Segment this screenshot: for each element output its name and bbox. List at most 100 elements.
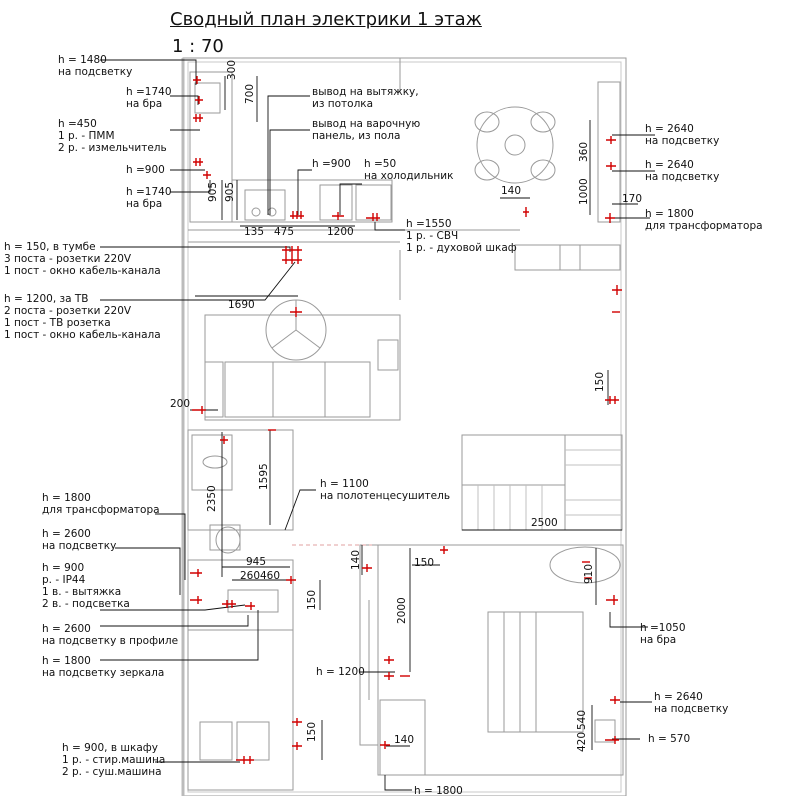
dimension-150-b: 150 xyxy=(414,557,435,569)
annotation-line: h = 2600 xyxy=(42,528,91,540)
annotation-line: 1 р. - СВЧ xyxy=(406,230,459,242)
annotation-line: h = 1480 xyxy=(58,54,107,66)
annotation-line: h = 1800 xyxy=(414,785,463,797)
annotation-line: на бра xyxy=(126,98,163,110)
annotation-line: h =1550 xyxy=(406,218,452,230)
annotation-line: вывод на варочную xyxy=(312,118,421,130)
annotation-line: h = 900, в шкафу xyxy=(62,742,158,754)
dimension-1200: 1200 xyxy=(327,226,354,238)
dimension-2350: 2350 xyxy=(206,485,218,512)
annotation-line: 1 в. - вытяжка xyxy=(42,586,122,598)
annotation-line: 1 р. - ПММ xyxy=(58,130,115,142)
annotation-label-l6: вывод на вытяжку,из потолка xyxy=(312,86,419,110)
annotation-line: на бра xyxy=(126,198,163,210)
annotation-line: h =1050 xyxy=(640,622,686,634)
dimension-360: 360 xyxy=(578,141,590,162)
plan-title: Сводный план электрики 1 этаж xyxy=(170,9,482,30)
dimension-140-a: 140 xyxy=(350,549,362,570)
dimension-1595: 1595 xyxy=(258,463,270,490)
annotation-line: h =900 xyxy=(126,164,165,176)
dimension-170: 170 xyxy=(622,193,643,205)
annotation-line: на полотенцесушитель xyxy=(320,490,451,502)
annotation-line: h = 2640 xyxy=(654,691,703,703)
dimension-300: 300 xyxy=(226,59,238,80)
dimension-700: 700 xyxy=(244,83,256,104)
dimension-150-d: 150 xyxy=(306,721,318,742)
dimension-1690: 1690 xyxy=(228,299,255,311)
dimension-905-b: 905 xyxy=(224,181,236,202)
annotation-line: h =900 xyxy=(312,158,351,170)
annotation-label-l25: h = 570 xyxy=(648,733,690,745)
dimension-260: 260 xyxy=(240,570,261,582)
dimension-150-c: 150 xyxy=(594,371,606,392)
annotation-line: h = 1200 xyxy=(316,666,365,678)
annotation-line: на подсветку xyxy=(654,703,729,715)
annotation-line: 1 р. - духовой шкаф xyxy=(406,242,517,254)
annotation-line: из потолка xyxy=(312,98,374,110)
dimension-910: 910 xyxy=(583,563,595,584)
annotation-label-l4: h =900 xyxy=(126,164,165,176)
annotation-line: 1 р. - стир.машина xyxy=(62,754,166,766)
annotation-line: 1 пост - окно кабель-канала xyxy=(4,329,161,341)
annotation-line: 1 пост - ТВ розетка xyxy=(4,317,111,329)
annotation-line: на подсветку xyxy=(645,135,720,147)
dimension-905-a: 905 xyxy=(207,181,219,202)
annotation-line: на подсветку зеркала xyxy=(42,667,165,679)
annotation-line: на подсветку в профиле xyxy=(42,635,179,647)
annotation-line: h =50 xyxy=(364,158,397,170)
plan-scale: 1 : 70 xyxy=(172,36,224,57)
annotation-line: на подсветку xyxy=(42,540,117,552)
annotation-line: 2 поста - розетки 220V xyxy=(4,305,132,317)
annotation-label-l22: h = 1200 xyxy=(316,666,365,678)
dimension-140-b: 140 xyxy=(501,185,522,197)
annotation-label-l8: h =900 xyxy=(312,158,351,170)
annotation-line: для трансформатора xyxy=(42,504,160,516)
dimension-475: 475 xyxy=(274,226,295,238)
annotation-line: для трансформатора xyxy=(645,220,763,232)
annotation-line: h = 1100 xyxy=(320,478,369,490)
annotation-line: 2 в. - подсветка xyxy=(42,598,130,610)
annotation-line: h = 900 xyxy=(42,562,85,574)
annotation-line: 1 пост - окно кабель-канала xyxy=(4,265,161,277)
annotation-label-l27: h = 1800 xyxy=(414,785,463,797)
annotation-line: на холодильник xyxy=(364,170,454,182)
annotation-line: панель, из пола xyxy=(312,130,401,142)
dimension-135: 135 xyxy=(244,226,265,238)
annotation-line: на подсветку xyxy=(58,66,133,78)
dimension-540: 540 xyxy=(576,709,588,730)
annotation-line: h = 570 xyxy=(648,733,691,745)
annotation-line: h = 1200, за ТВ xyxy=(4,293,89,305)
annotation-line: 3 поста - розетки 220V xyxy=(4,253,132,265)
dimension-945: 945 xyxy=(246,556,267,568)
dimension-150-a: 150 xyxy=(306,589,318,610)
annotation-line: h =450 xyxy=(58,118,97,130)
annotation-line: вывод на вытяжку, xyxy=(312,86,419,98)
annotation-line: р. - IP44 xyxy=(42,574,86,586)
annotation-line: h = 2640 xyxy=(645,123,694,135)
dimension-2000: 2000 xyxy=(396,597,408,624)
dimension-200: 200 xyxy=(170,398,191,410)
annotation-line: h = 1800 xyxy=(42,655,91,667)
annotation-line: h = 1800 xyxy=(42,492,91,504)
annotation-line: h =1740 xyxy=(126,86,172,98)
